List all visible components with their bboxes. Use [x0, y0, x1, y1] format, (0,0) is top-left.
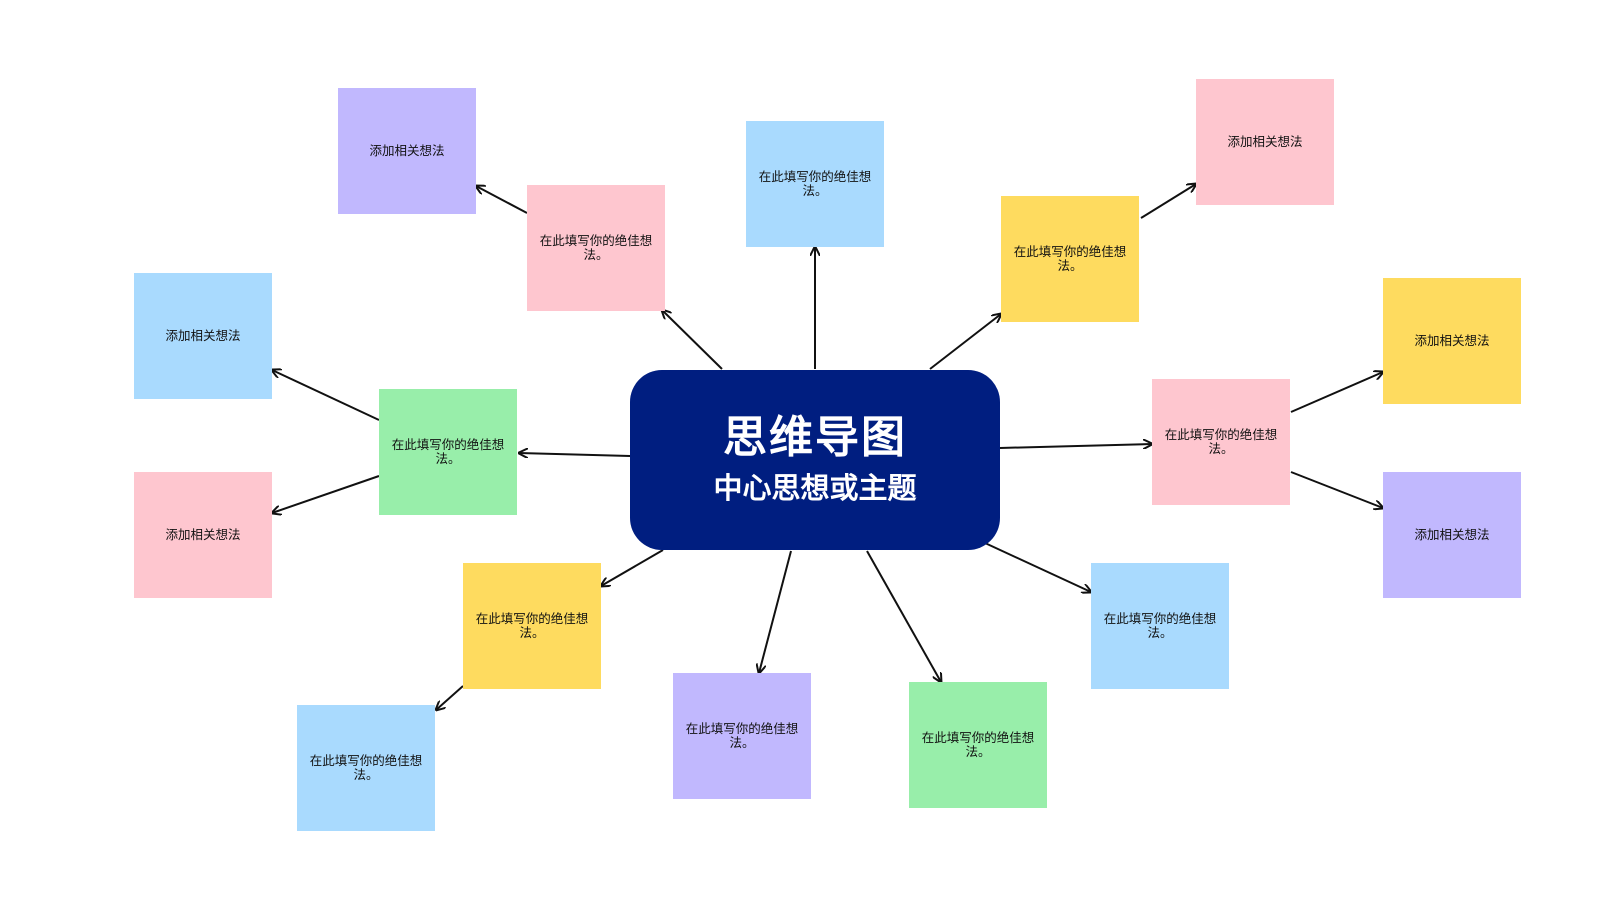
connector-top-left-related [476, 186, 528, 214]
connector-right-related-upper [1290, 372, 1383, 413]
sticky-note-text: 添加相关想法 [1414, 333, 1490, 348]
connector-center-bottom-center-left [759, 550, 792, 673]
sticky-note-right-idea[interactable]: 在此填写你的绝佳想法。 [1152, 379, 1290, 505]
connector-center-right [999, 444, 1152, 448]
sticky-note-text: 在此填写你的绝佳想法。 [921, 730, 1035, 759]
connector-center-top-left [662, 310, 723, 370]
sticky-note-related-top-left[interactable]: 添加相关想法 [338, 88, 476, 214]
connector-top-right-related [1140, 184, 1196, 219]
sticky-note-bottom-center-right-idea[interactable]: 在此填写你的绝佳想法。 [909, 682, 1047, 808]
sticky-note-text: 在此填写你的绝佳想法。 [685, 721, 799, 750]
connector-left-related-lower [272, 475, 380, 513]
sticky-note-top-right-idea[interactable]: 在此填写你的绝佳想法。 [1001, 196, 1139, 322]
connector-right-related-lower [1290, 471, 1383, 508]
sticky-note-text: 添加相关想法 [1227, 134, 1303, 149]
sticky-note-text: 添加相关想法 [1414, 527, 1490, 542]
sticky-note-text: 在此填写你的绝佳想法。 [539, 233, 653, 262]
central-topic-subtitle: 中心思想或主题 [713, 471, 917, 505]
sticky-note-text: 在此填写你的绝佳想法。 [1013, 244, 1127, 273]
sticky-note-related-left-upper[interactable]: 添加相关想法 [134, 273, 272, 399]
sticky-note-text: 在此填写你的绝佳想法。 [391, 437, 505, 466]
sticky-note-text: 添加相关想法 [165, 527, 241, 542]
connector-center-top-right [929, 314, 1001, 370]
sticky-note-text: 添加相关想法 [369, 143, 445, 158]
connector-center-bottom-left [601, 549, 664, 586]
sticky-note-text: 在此填写你的绝佳想法。 [758, 169, 872, 198]
sticky-note-bottom-left-idea[interactable]: 在此填写你的绝佳想法。 [463, 563, 601, 689]
central-topic-title: 思维导图 [723, 412, 907, 463]
connector-center-bottom-right [984, 542, 1091, 592]
sticky-note-related-bottom-left[interactable]: 在此填写你的绝佳想法。 [297, 705, 435, 831]
sticky-note-text: 在此填写你的绝佳想法。 [1103, 611, 1217, 640]
sticky-note-text: 在此填写你的绝佳想法。 [1164, 427, 1278, 456]
sticky-note-bottom-center-left-idea[interactable]: 在此填写你的绝佳想法。 [673, 673, 811, 799]
central-topic[interactable]: 思维导图 中心思想或主题 [630, 370, 1000, 550]
connector-left-related-upper [272, 370, 380, 421]
sticky-note-text: 在此填写你的绝佳想法。 [309, 753, 423, 782]
sticky-note-top-idea[interactable]: 在此填写你的绝佳想法。 [746, 121, 884, 247]
sticky-note-left-idea[interactable]: 在此填写你的绝佳想法。 [379, 389, 517, 515]
connector-center-left [519, 453, 631, 456]
sticky-note-text: 在此填写你的绝佳想法。 [475, 611, 589, 640]
sticky-note-top-left-idea[interactable]: 在此填写你的绝佳想法。 [527, 185, 665, 311]
sticky-note-related-right-upper[interactable]: 添加相关想法 [1383, 278, 1521, 404]
sticky-note-related-top-right[interactable]: 添加相关想法 [1196, 79, 1334, 205]
sticky-note-related-right-lower[interactable]: 添加相关想法 [1383, 472, 1521, 598]
sticky-note-bottom-right-idea[interactable]: 在此填写你的绝佳想法。 [1091, 563, 1229, 689]
connector-bottom-left-related [436, 685, 464, 710]
connector-center-bottom-center-right [866, 550, 941, 682]
sticky-note-text: 添加相关想法 [165, 328, 241, 343]
sticky-note-related-left-lower[interactable]: 添加相关想法 [134, 472, 272, 598]
